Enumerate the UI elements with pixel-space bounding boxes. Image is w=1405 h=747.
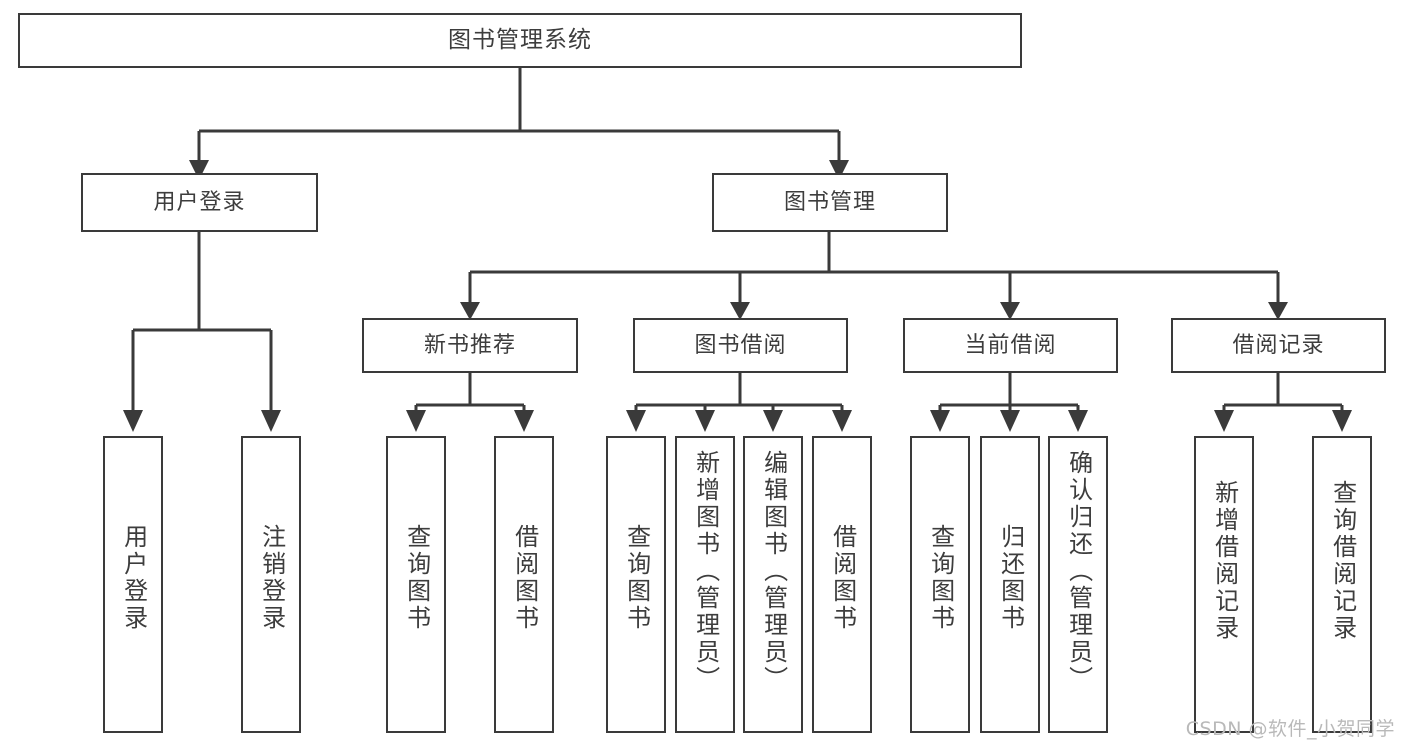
node-borrow-record[interactable]: 借阅记录 bbox=[1171, 318, 1386, 373]
node-leaf-borrow-book-2[interactable]: 借阅图书 bbox=[812, 436, 872, 733]
node-book-borrow[interactable]: 图书借阅 bbox=[633, 318, 848, 373]
node-label: 用户登录 bbox=[119, 524, 148, 632]
node-leaf-query-record[interactable]: 查询借阅记录 bbox=[1312, 436, 1372, 733]
node-label: 新增借阅记录 bbox=[1210, 480, 1239, 642]
node-label: 归还图书 bbox=[996, 524, 1025, 632]
node-label: 图书管理系统 bbox=[448, 26, 592, 53]
node-label: 借阅记录 bbox=[1232, 332, 1325, 358]
node-label: 借阅图书 bbox=[828, 524, 857, 632]
node-label: 借阅图书 bbox=[510, 524, 539, 632]
node-label: 当前借阅 bbox=[964, 332, 1057, 358]
node-leaf-user-login[interactable]: 用户登录 bbox=[103, 436, 163, 733]
node-new-book-recommend[interactable]: 新书推荐 bbox=[362, 318, 578, 373]
node-label: 注销登录 bbox=[257, 524, 286, 632]
node-user-login[interactable]: 用户登录 bbox=[81, 173, 318, 232]
node-leaf-query-book-3[interactable]: 查询图书 bbox=[910, 436, 970, 733]
node-leaf-add-book[interactable]: 新增图书（管理员） bbox=[675, 436, 735, 733]
node-label: 图书借阅 bbox=[694, 332, 787, 358]
node-label: 确认归还（管理员） bbox=[1064, 450, 1093, 693]
node-leaf-query-book-1[interactable]: 查询图书 bbox=[386, 436, 446, 733]
node-label: 用户登录 bbox=[153, 189, 246, 215]
node-label: 查询图书 bbox=[622, 524, 651, 632]
node-leaf-edit-book[interactable]: 编辑图书（管理员） bbox=[743, 436, 803, 733]
node-leaf-logout-login[interactable]: 注销登录 bbox=[241, 436, 301, 733]
node-leaf-confirm-return[interactable]: 确认归还（管理员） bbox=[1048, 436, 1108, 733]
node-leaf-borrow-book-1[interactable]: 借阅图书 bbox=[494, 436, 554, 733]
node-root-system[interactable]: 图书管理系统 bbox=[18, 13, 1022, 68]
node-label: 新书推荐 bbox=[423, 332, 516, 358]
node-book-manage[interactable]: 图书管理 bbox=[712, 173, 948, 232]
node-leaf-add-record[interactable]: 新增借阅记录 bbox=[1194, 436, 1254, 733]
watermark-text: CSDN @软件_小贺同学 bbox=[1185, 718, 1395, 740]
node-leaf-return-book[interactable]: 归还图书 bbox=[980, 436, 1040, 733]
node-label: 图书管理 bbox=[783, 189, 876, 215]
node-label: 查询借阅记录 bbox=[1328, 480, 1357, 642]
node-current-borrow[interactable]: 当前借阅 bbox=[903, 318, 1118, 373]
node-label: 新增图书（管理员） bbox=[691, 450, 720, 693]
node-label: 查询图书 bbox=[926, 524, 955, 632]
node-leaf-query-book-2[interactable]: 查询图书 bbox=[606, 436, 666, 733]
node-label: 查询图书 bbox=[402, 524, 431, 632]
node-label: 编辑图书（管理员） bbox=[759, 450, 788, 693]
